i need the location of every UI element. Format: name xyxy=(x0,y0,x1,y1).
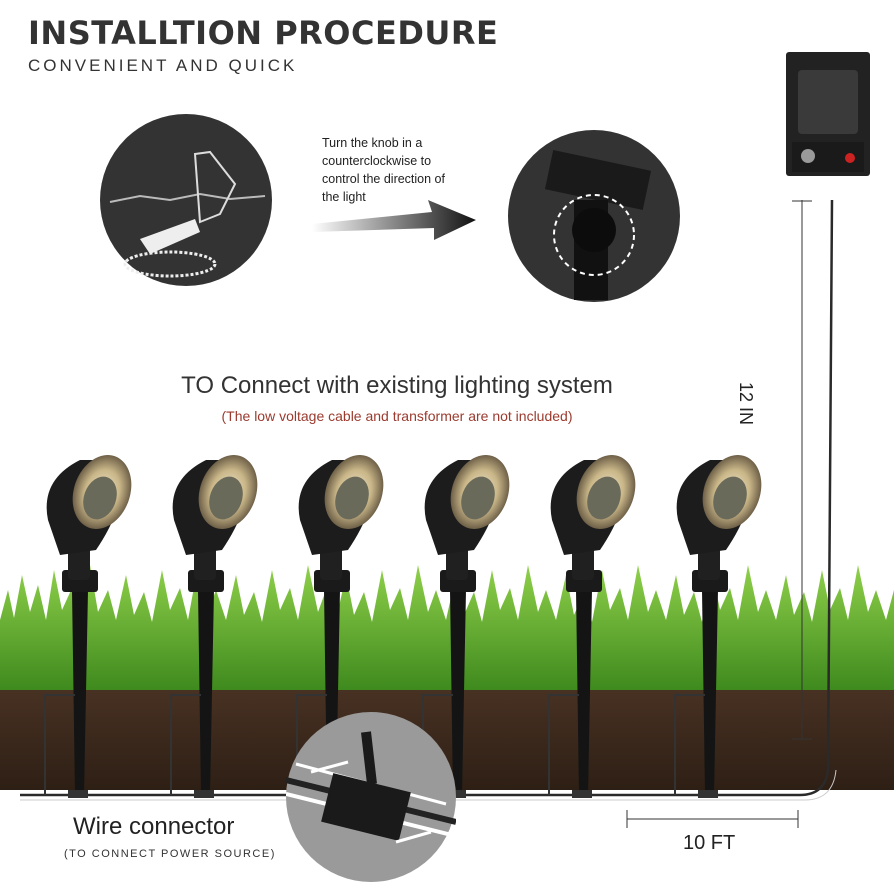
transformer-box xyxy=(786,52,870,176)
spotlight xyxy=(170,445,269,799)
vertical-dimension-line xyxy=(792,200,812,740)
hand-icon xyxy=(193,150,237,224)
connect-heading: TO Connect with existing lighting system xyxy=(181,372,613,399)
spotlight-row xyxy=(44,445,773,799)
wire-connector-label: Wire connector xyxy=(73,813,235,840)
timer-knob-icon xyxy=(801,149,815,163)
cable-length-label: 10 FT xyxy=(683,832,736,854)
power-button-icon xyxy=(845,153,855,163)
shovel-icon xyxy=(140,219,200,254)
spotlight xyxy=(548,445,647,799)
spotlight xyxy=(44,455,132,798)
arrow-right-icon xyxy=(312,200,476,240)
wire-connector-illustration xyxy=(286,712,456,882)
connect-note: (The low voltage cable and transformer a… xyxy=(221,408,573,424)
wire-connector-sublabel: (TO CONNECT POWER SOURCE) xyxy=(64,848,276,860)
page-title: INSTALLTION PROCEDURE xyxy=(28,14,499,52)
page-subtitle: CONVENIENT AND QUICK xyxy=(28,56,298,75)
grass-layer xyxy=(0,565,894,690)
underground-cable xyxy=(20,199,834,797)
knob-step-illustration xyxy=(508,130,680,302)
horizontal-dimension-line xyxy=(626,810,799,828)
rotate-ccw-icon xyxy=(553,194,635,276)
arrow-in-icon xyxy=(310,760,349,774)
knob-instruction-text: Turn the knob in a counterclockwise to c… xyxy=(322,136,445,204)
dig-step-illustration xyxy=(100,114,272,286)
spotlight xyxy=(674,445,773,799)
arrow-out-icon xyxy=(395,830,432,844)
